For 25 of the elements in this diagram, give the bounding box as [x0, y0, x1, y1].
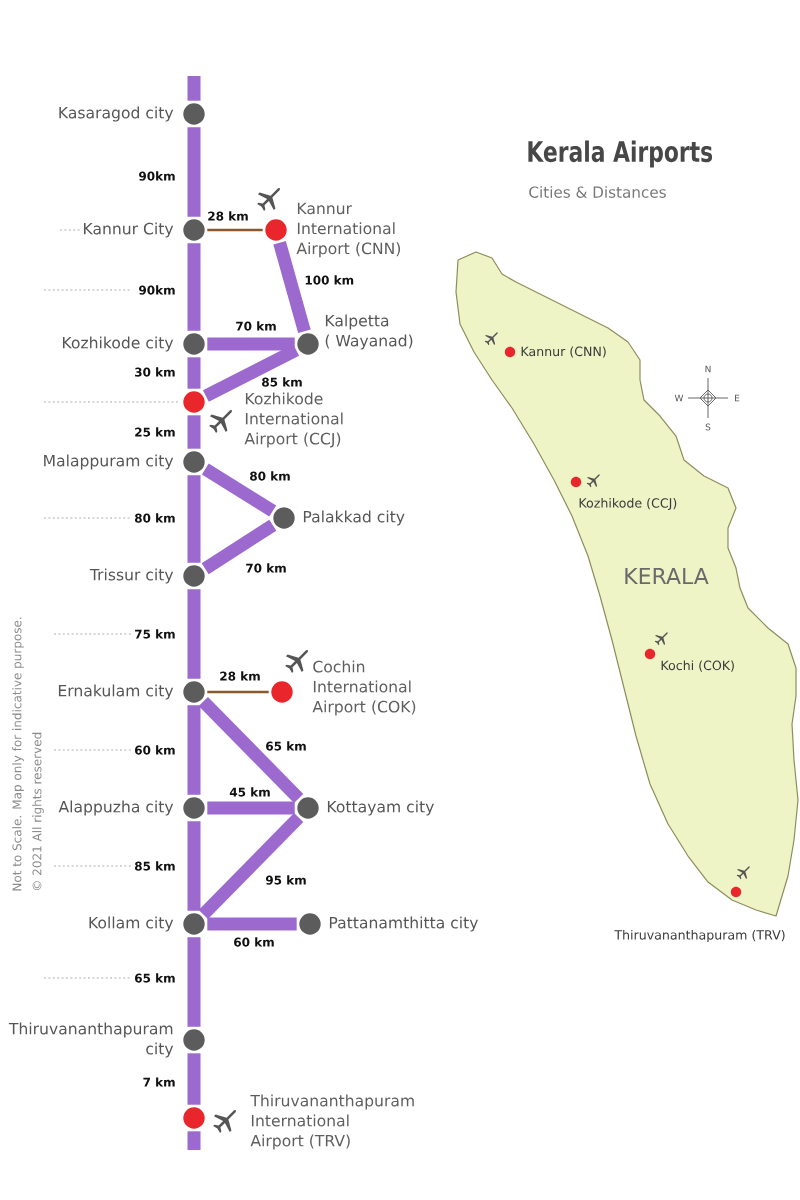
route-line [207, 228, 263, 232]
route-line [187, 127, 201, 217]
route-line [187, 415, 201, 449]
route-line [207, 337, 295, 351]
route-line [198, 696, 304, 804]
route-line [187, 937, 201, 1027]
route-line [187, 589, 201, 679]
route-line [207, 801, 295, 815]
route-line [187, 821, 201, 911]
route-line [187, 357, 201, 389]
route-line [187, 705, 201, 795]
route-line [187, 1053, 201, 1105]
route-line [273, 241, 311, 333]
route-line [187, 1131, 201, 1150]
route-line [187, 475, 201, 563]
route-line [187, 76, 201, 101]
route-line [201, 519, 277, 575]
region-label: KERALA [625, 568, 709, 585]
route-line [207, 917, 297, 931]
route-line [207, 690, 269, 694]
route-line [198, 812, 304, 920]
route-line [187, 243, 201, 331]
route-line [201, 463, 277, 517]
title: Kerala Airports [528, 140, 713, 168]
route-line [202, 344, 300, 402]
